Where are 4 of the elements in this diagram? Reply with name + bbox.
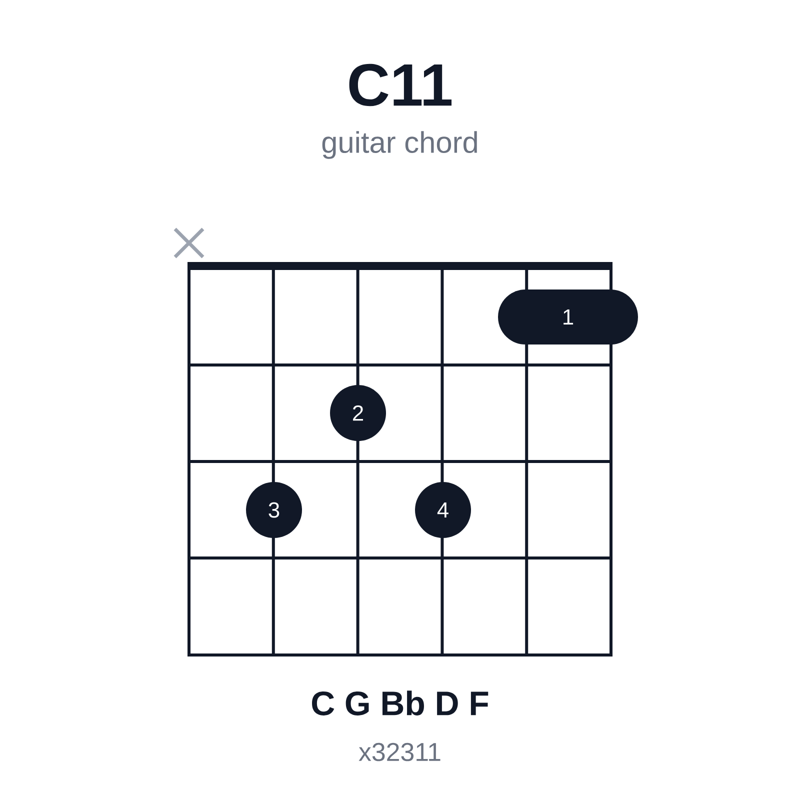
subtitle: guitar chord: [322, 131, 477, 159]
fingering-code: x32311: [358, 742, 440, 762]
chord-notes: C G Bb D F: [312, 690, 488, 716]
chord-title: C11: [349, 64, 452, 106]
